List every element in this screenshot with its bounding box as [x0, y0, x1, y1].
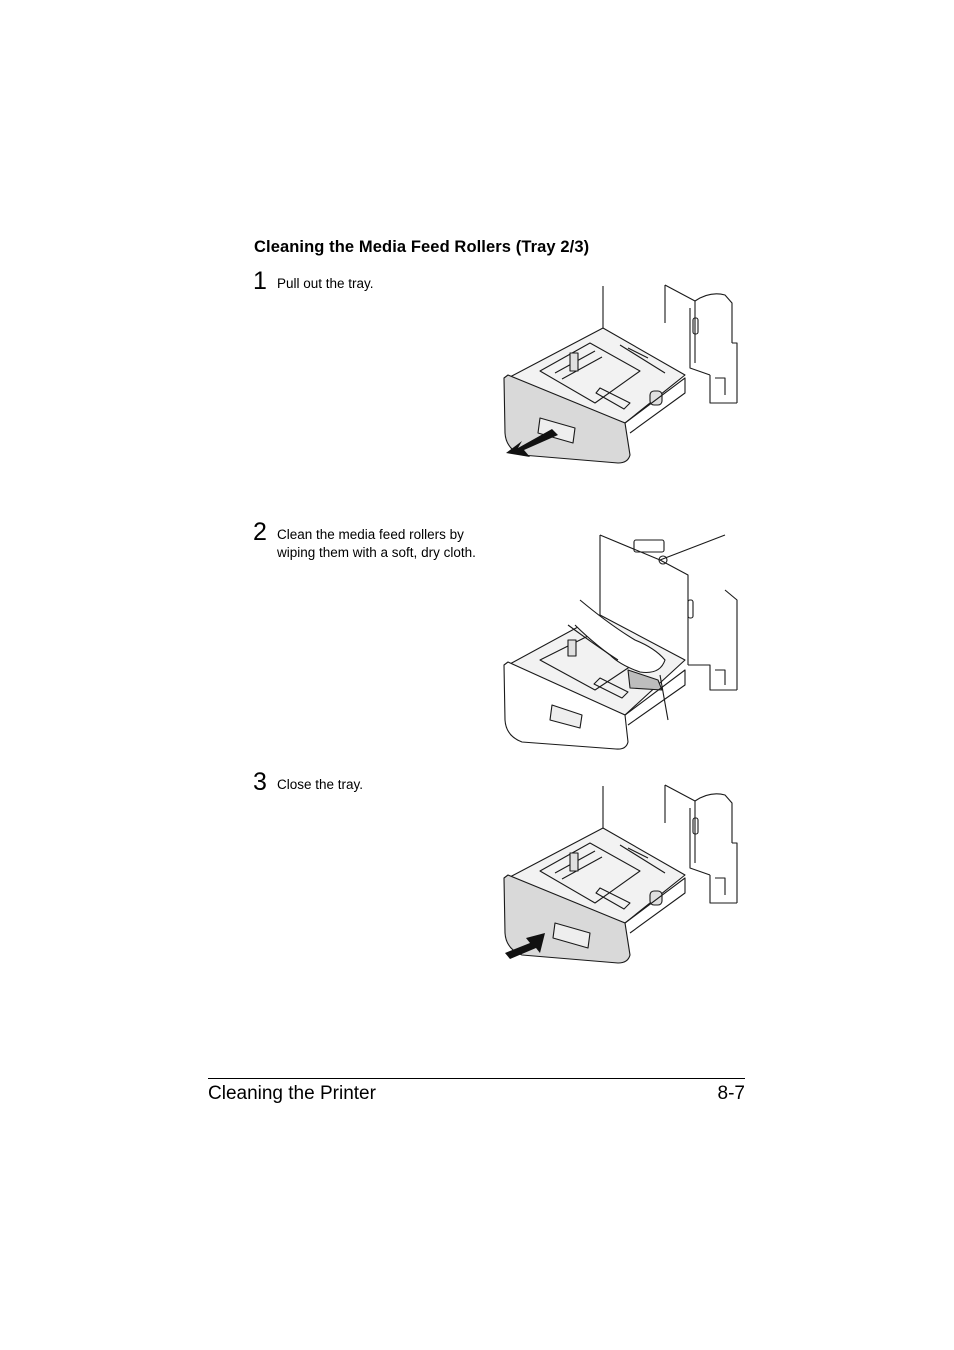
footer-divider [208, 1078, 745, 1079]
tray-pull-out-illustration [503, 284, 738, 464]
roller-wiping-illustration [503, 534, 738, 750]
step-2-number: 2 [253, 518, 267, 546]
footer-chapter-title: Cleaning the Printer [208, 1083, 376, 1104]
footer-page-number: 8-7 [717, 1083, 745, 1104]
step-1-text: Pull out the tray. [277, 276, 374, 291]
tray-close-illustration [503, 784, 738, 964]
step-1-number: 1 [253, 267, 267, 295]
section-heading: Cleaning the Media Feed Rollers (Tray 2/… [254, 238, 590, 256]
step-3-number: 3 [253, 768, 267, 796]
step-3-text: Close the tray. [277, 777, 364, 792]
step-2-text: Clean the media feed rollers by wiping t… [277, 527, 476, 560]
